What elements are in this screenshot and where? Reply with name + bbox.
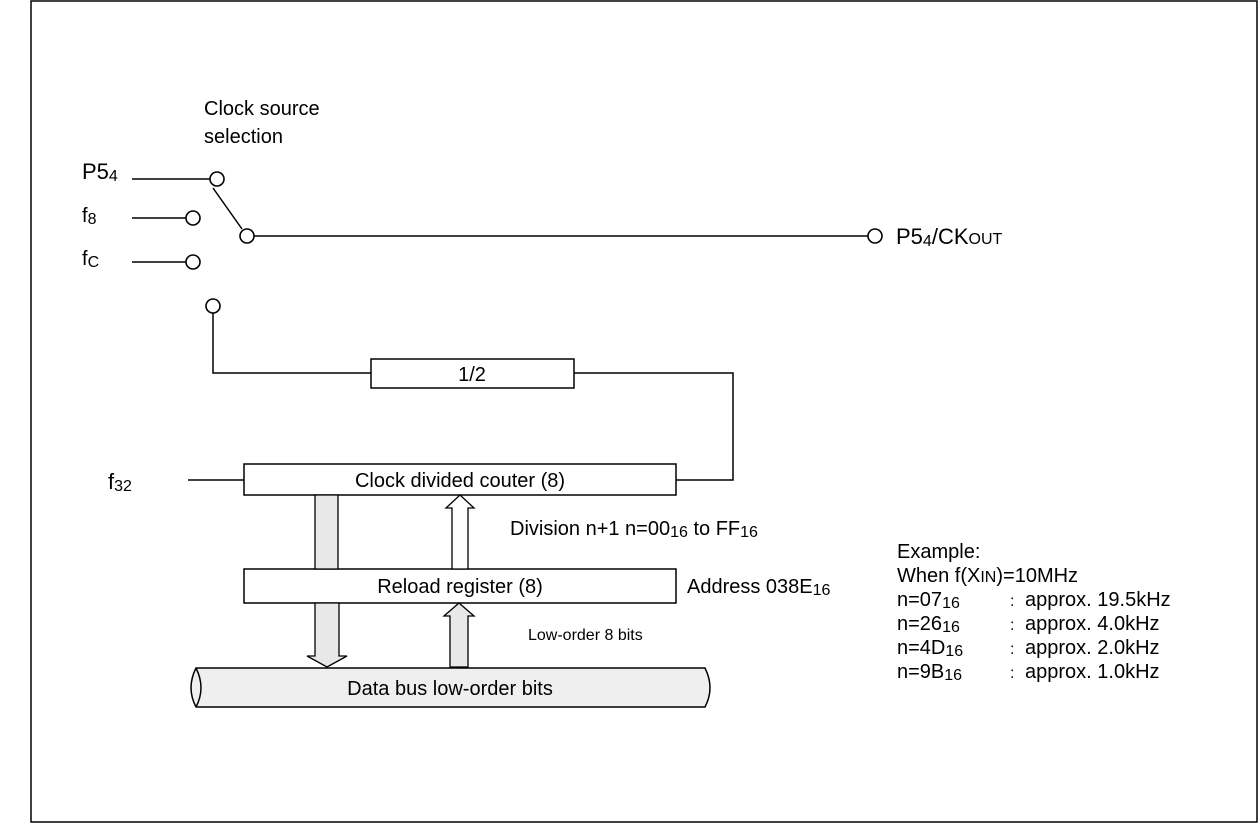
example-row: n=9B16 : approx. 1.0kHz (897, 661, 1160, 684)
reload-register-label: Reload register (8) (377, 576, 543, 598)
f8-terminal (185, 210, 201, 226)
divider-wire-left (212, 313, 371, 374)
databus-to-reload-arrow (442, 602, 476, 668)
svg-text:approx. 1.0kHz: approx. 1.0kHz (1025, 661, 1160, 683)
address-text: Address 038E16 (687, 576, 831, 599)
svg-text:n=4D16: n=4D16 (897, 637, 963, 660)
switch-title-line2: selection (204, 126, 283, 148)
example-row: n=2616 : approx. 4.0kHz (897, 613, 1160, 636)
example-condition: When f(XIN)=10MHz (897, 565, 1078, 587)
svg-text::: : (1010, 665, 1014, 682)
half-divider-label: 1/2 (458, 364, 486, 386)
reload-to-counter-arrow (444, 494, 476, 570)
switch-arm (212, 187, 243, 230)
counter-to-reload-arrow (314, 494, 339, 570)
output-label: P54/CKOUT (896, 224, 1003, 250)
division-text: Division n+1 n=0016 to FF16 (510, 518, 758, 541)
switch-common-terminal (239, 228, 255, 244)
input-label-f8: f8 (82, 205, 97, 228)
example-title: Example: (897, 541, 980, 563)
data-bus-shape (190, 667, 711, 708)
diagram-frame (30, 0, 1258, 823)
switch-title-line1: Clock source (204, 98, 320, 120)
clock-divided-counter-label: Clock divided couter (8) (355, 470, 565, 492)
clock-divided-counter-box (243, 463, 677, 496)
half-divider-box (370, 358, 575, 389)
reload-to-databus-arrow (306, 602, 348, 668)
svg-text::: : (1010, 641, 1014, 658)
low-order-label: Low-order 8 bits (528, 627, 643, 644)
f32-label: f32 (108, 469, 132, 495)
input-label-p54: P54 (82, 159, 118, 185)
svg-text::: : (1010, 593, 1014, 610)
example-row: n=4D16 : approx. 2.0kHz (897, 637, 1160, 660)
divider-wire-right (574, 372, 734, 481)
svg-text:approx. 4.0kHz: approx. 4.0kHz (1025, 613, 1160, 635)
svg-text:n=9B16: n=9B16 (897, 661, 962, 684)
svg-text:approx. 2.0kHz: approx. 2.0kHz (1025, 637, 1160, 659)
data-bus-left-edge (195, 667, 202, 708)
p54-terminal (209, 171, 225, 187)
input-label-fc: fC (82, 248, 99, 271)
svg-text:approx. 19.5kHz: approx. 19.5kHz (1025, 589, 1171, 611)
fc-terminal (185, 254, 201, 270)
reload-register-box (243, 568, 677, 604)
example-row: n=0716 : approx. 19.5kHz (897, 589, 1171, 612)
svg-text:n=0716: n=0716 (897, 589, 960, 612)
svg-text:n=2616: n=2616 (897, 613, 960, 636)
svg-text::: : (1010, 617, 1014, 634)
data-bus-label: Data bus low-order bits (347, 678, 553, 700)
divider-terminal (205, 298, 221, 314)
output-terminal (867, 228, 883, 244)
